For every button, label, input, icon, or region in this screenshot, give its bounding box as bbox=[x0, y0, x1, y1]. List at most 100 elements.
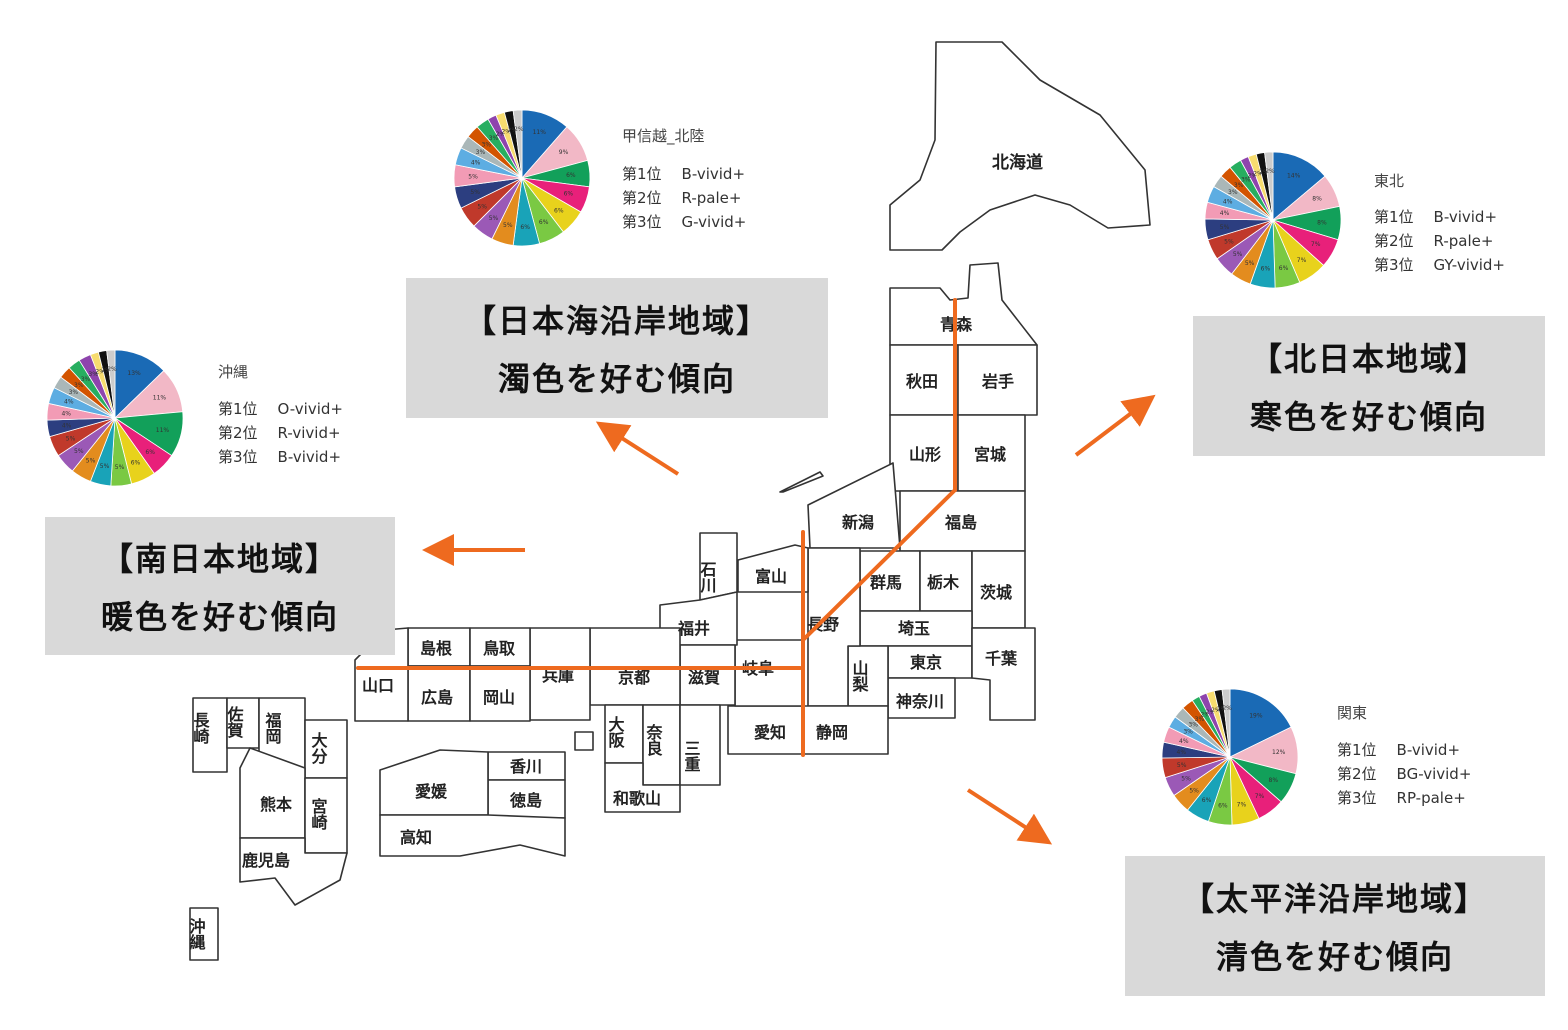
pie-slice-label: 5% bbox=[470, 189, 480, 196]
pie-slice-label: 2% bbox=[1217, 706, 1227, 713]
pie-slice-label: 2% bbox=[1259, 169, 1269, 176]
trend-region: 【太平洋沿岸地域】 bbox=[1182, 880, 1488, 918]
pie-slice-label: 5% bbox=[1181, 776, 1191, 783]
region-miyagi bbox=[957, 414, 1026, 492]
trend-region: 【南日本地域】 bbox=[101, 540, 339, 578]
label-ishikawa: 石川 bbox=[698, 561, 718, 594]
label-nara: 奈良 bbox=[644, 723, 664, 757]
label-okayama: 岡山 bbox=[483, 688, 515, 707]
trend-box-bg bbox=[45, 517, 395, 655]
region-yamagata bbox=[889, 414, 959, 492]
label-hyogo: 兵庫 bbox=[542, 666, 574, 685]
pie-slice-label: 7% bbox=[1255, 793, 1265, 800]
region-hokkaido bbox=[889, 41, 1151, 251]
region-toyama bbox=[737, 544, 809, 593]
label-wakayama: 和歌山 bbox=[613, 789, 661, 808]
pie-slice-label: 5% bbox=[468, 173, 478, 180]
pie-slice-label: 5% bbox=[1233, 251, 1243, 258]
pie-slice bbox=[1272, 151, 1326, 221]
prefecture-labels: 北海道 青森 秋田 岩手 山形 宮城 新潟 福島 富山 群馬 栃木 茨城 福井 … bbox=[187, 152, 1044, 951]
label-shiga: 滋賀 bbox=[688, 668, 720, 687]
pie-slice-label: 6% bbox=[554, 207, 564, 214]
label-ehime: 愛媛 bbox=[415, 782, 448, 801]
label-miyazaki: 宮崎 bbox=[309, 797, 328, 831]
pie-slice-label: 5% bbox=[74, 448, 84, 455]
pie-slice-label: 4% bbox=[1179, 738, 1189, 745]
label-tottori: 鳥取 bbox=[483, 639, 515, 658]
label-gunma: 群馬 bbox=[870, 573, 902, 592]
pie-slice-label: 4% bbox=[1223, 198, 1233, 205]
divider-diagonal bbox=[801, 488, 957, 642]
region-gifu bbox=[734, 639, 804, 707]
region-kochi bbox=[379, 814, 566, 857]
pie-slice-label: 6% bbox=[1261, 265, 1271, 272]
trend-box-bg bbox=[406, 278, 828, 418]
pie-chart-okinawa: 13%11%11%6%6%5%5%5%5%5%4%4%4%3%3%3%3%2%2… bbox=[46, 349, 184, 487]
label-niigata: 新潟 bbox=[842, 513, 874, 532]
region-yamanashi bbox=[847, 645, 889, 707]
pie-slice-label: 6% bbox=[1202, 797, 1212, 804]
label-yamaguchi: 山口 bbox=[362, 676, 394, 695]
label-hiroshima: 広島 bbox=[421, 688, 453, 707]
pie-slice-label: 6% bbox=[145, 449, 155, 456]
pie-slice-label: 6% bbox=[1279, 265, 1289, 272]
region-ehime bbox=[379, 749, 489, 816]
label-saitama: 埼玉 bbox=[898, 619, 930, 638]
pie-slice-label: 3% bbox=[81, 376, 91, 383]
pie-slice-label: 3% bbox=[1188, 722, 1198, 729]
region-oita bbox=[304, 719, 348, 779]
trend-region: 【北日本地域】 bbox=[1250, 340, 1488, 378]
label-aichi: 愛知 bbox=[754, 723, 786, 742]
pie-slice-label: 4% bbox=[61, 410, 71, 417]
label-tokyo: 東京 bbox=[910, 653, 942, 672]
label-kagawa: 香川 bbox=[509, 757, 542, 776]
arrow-north bbox=[1074, 394, 1156, 457]
pie-slice-label: 7% bbox=[1237, 802, 1247, 809]
trend-box-pacific: 【太平洋沿岸地域】 清色を好む傾向 bbox=[1125, 856, 1545, 996]
pie-slice-label: 5% bbox=[1245, 260, 1255, 267]
label-kumamoto: 熊本 bbox=[260, 795, 292, 814]
pie-slice-label: 6% bbox=[131, 459, 141, 466]
pie-slice-label: 3% bbox=[1183, 729, 1193, 736]
pie-slice-label: 2% bbox=[496, 131, 506, 138]
pie-slice-label: 6% bbox=[564, 191, 574, 198]
pie-slice-label: 12% bbox=[1272, 749, 1286, 756]
label-saga: 佐賀 bbox=[225, 705, 245, 739]
trend-box-sea-of-japan: 【日本海沿岸地域】 濁色を好む傾向 bbox=[406, 278, 828, 418]
trend-description: 暖色を好む傾向 bbox=[101, 598, 339, 636]
pie-slice-label: 6% bbox=[566, 172, 576, 179]
pie-slice-label: 4% bbox=[64, 399, 74, 406]
legend-title: 沖縄 bbox=[218, 363, 248, 381]
pie-slice-label: 2% bbox=[95, 368, 105, 375]
pie-slice-label: 5% bbox=[1189, 787, 1199, 794]
pie-slice-label: 5% bbox=[66, 435, 76, 442]
pie-slice-label: 4% bbox=[471, 159, 481, 166]
label-yamagata: 山形 bbox=[909, 445, 941, 464]
pie-slice-label: 6% bbox=[539, 219, 549, 226]
pie-slice-label: 11% bbox=[153, 395, 167, 402]
pie-slice-label: 13% bbox=[127, 370, 141, 377]
legend-title: 東北 bbox=[1374, 172, 1404, 190]
pie-slice-label: 2% bbox=[501, 129, 511, 136]
label-shimane: 島根 bbox=[420, 639, 452, 658]
arrow-sea-of-japan bbox=[595, 421, 680, 476]
label-fukushima: 福島 bbox=[944, 513, 977, 532]
pie-slice-label: 8% bbox=[1317, 219, 1327, 226]
pie-slice-label: 6% bbox=[520, 224, 530, 231]
pie-slice-label: 5% bbox=[86, 457, 96, 464]
legend-title: 関東 bbox=[1337, 704, 1367, 722]
label-tokushima: 徳島 bbox=[509, 791, 542, 810]
label-iwate: 岩手 bbox=[981, 372, 1014, 391]
pie-slice-label: 7% bbox=[1311, 241, 1321, 248]
region-aichi bbox=[727, 705, 804, 755]
label-toyama: 富山 bbox=[755, 567, 787, 586]
label-fukuoka: 福岡 bbox=[263, 711, 283, 745]
pie-slice-label: 5% bbox=[503, 222, 513, 229]
trend-description: 寒色を好む傾向 bbox=[1250, 398, 1488, 436]
